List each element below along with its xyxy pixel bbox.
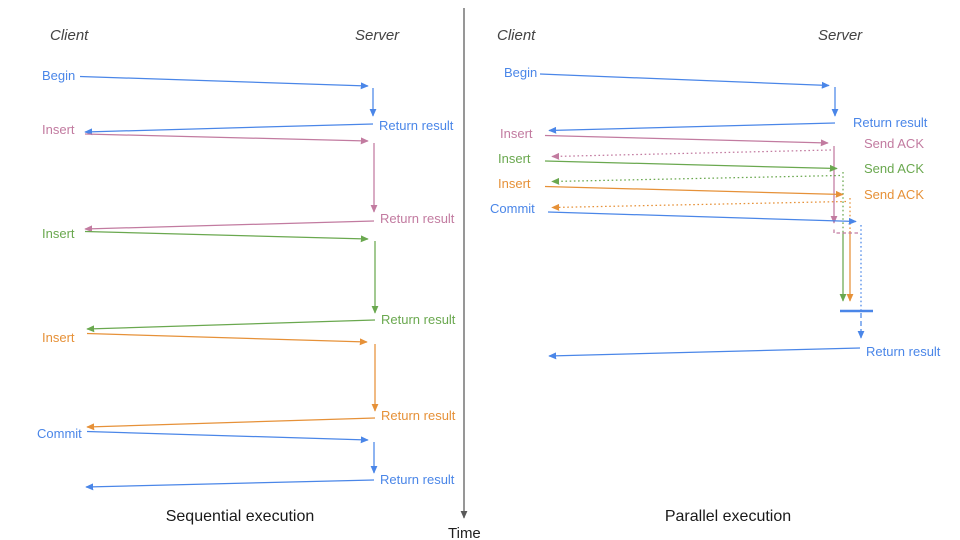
parallel-diagram: Client Server Begin Return result Insert… <box>490 27 941 525</box>
par-insert1-request-arrow <box>544 134 829 147</box>
seq-insert1-label: Insert <box>42 122 75 137</box>
seq-begin-request-arrow <box>79 75 369 90</box>
seq-insert2-label: Insert <box>42 226 75 241</box>
par-commit-return-arrow <box>548 347 861 360</box>
par-insert1-label: Insert <box>500 126 533 141</box>
par-insert1-ack-label: Send ACK <box>864 136 924 151</box>
seq-insert3-result-label: Return result <box>381 408 456 423</box>
seq-insert2-result-label: Return result <box>381 312 456 327</box>
seq-insert3-return-arrow <box>86 417 376 431</box>
par-insert2-ack-label: Send ACK <box>864 161 924 176</box>
par-commit-result-label: Return result <box>866 344 941 359</box>
seq-insert3-request-arrow <box>86 332 368 346</box>
seq-insert1-result-label: Return result <box>380 211 455 226</box>
par-commit-label: Commit <box>490 201 535 216</box>
par-commit-request-arrow <box>547 211 857 225</box>
parallel-title: Parallel execution <box>665 508 791 525</box>
par-client-label: Client <box>497 27 536 44</box>
par-insert3-ack-label: Send ACK <box>864 187 924 202</box>
seq-begin-result-label: Return result <box>379 118 454 133</box>
seq-begin-return-arrow <box>84 123 374 136</box>
seq-commit-return-arrow <box>85 479 375 491</box>
seq-commit-request-arrow <box>86 430 369 444</box>
par-begin-request-arrow <box>539 73 830 89</box>
par-insert2-ack-arrow <box>551 174 841 185</box>
par-insert2-label: Insert <box>498 151 531 166</box>
sequential-title: Sequential execution <box>166 508 315 525</box>
par-insert3-label: Insert <box>498 176 531 191</box>
seq-client-label: Client <box>50 27 89 44</box>
seq-begin-label: Begin <box>42 68 75 83</box>
par-insert1-ack-arrow <box>551 149 832 160</box>
par-server-label: Server <box>818 27 863 44</box>
seq-commit-label: Commit <box>37 426 82 441</box>
seq-insert3-label: Insert <box>42 330 75 345</box>
par-insert2-request-arrow <box>544 160 838 172</box>
seq-server-label: Server <box>355 27 400 44</box>
time-axis: Time <box>448 8 481 540</box>
par-begin-label: Begin <box>504 65 537 80</box>
time-axis-label: Time <box>448 525 481 540</box>
par-insert3-request-arrow <box>544 185 844 198</box>
seq-commit-result-label: Return result <box>380 472 455 487</box>
seq-insert1-return-arrow <box>84 220 375 233</box>
seq-insert1-request-arrow <box>84 133 369 145</box>
par-begin-result-label: Return result <box>853 115 928 130</box>
seq-insert2-request-arrow <box>84 230 369 243</box>
par-insert3-ack-arrow <box>551 200 847 211</box>
par-insert1-join-connector <box>833 229 859 234</box>
sequential-diagram: Client Server Begin Return result Insert… <box>37 27 456 525</box>
seq-insert2-return-arrow <box>86 319 376 333</box>
par-begin-return-arrow <box>548 122 836 134</box>
